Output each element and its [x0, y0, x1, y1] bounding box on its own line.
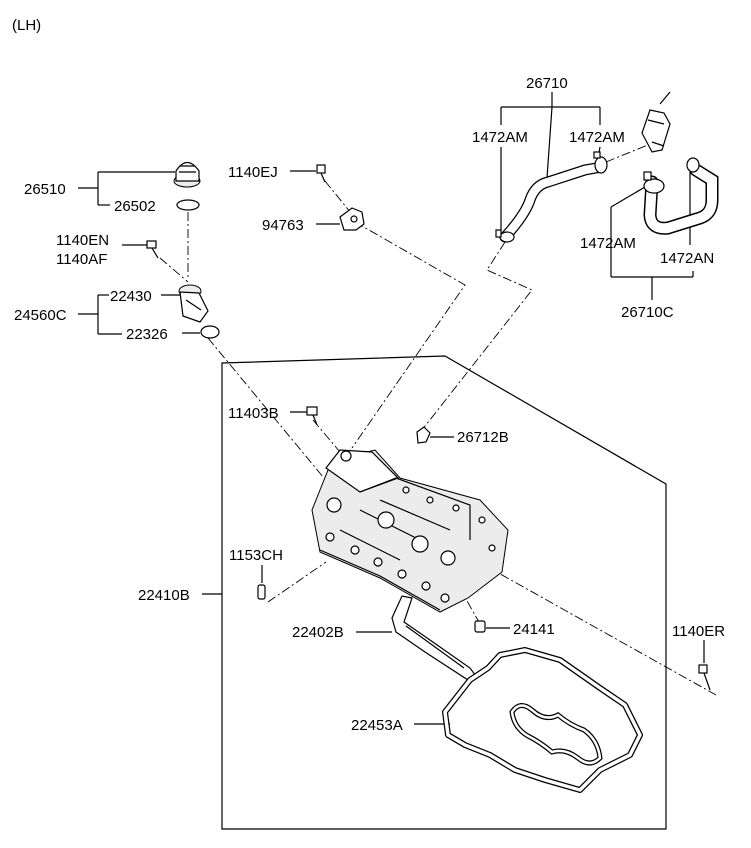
valve-cover-gasket-part: [442, 647, 643, 793]
bolt-1140ej-part: [316, 164, 326, 183]
bolt-1140er-part: [698, 664, 711, 691]
filler-neck-part: [178, 284, 209, 323]
label-1153ch: 1153CH: [229, 547, 283, 564]
side-label: (LH): [12, 17, 41, 34]
label-1472an: 1472AN: [660, 250, 714, 267]
label-22410b: 22410B: [138, 587, 190, 604]
oil-filler-cap-part: [173, 161, 201, 188]
breather-hose-part: [499, 162, 602, 243]
label-11403b: 11403B: [228, 405, 279, 422]
label-24560c: 24560C: [14, 307, 67, 324]
label-26510: 26510: [24, 181, 66, 198]
label-1140er: 1140ER: [672, 623, 725, 640]
bolt-11403b-part: [306, 406, 318, 426]
leader-lines: [78, 92, 705, 725]
label-26710: 26710: [526, 75, 568, 92]
hose-clamp-upper-part: [593, 151, 608, 174]
label-22402b: 22402B: [292, 624, 344, 641]
label-1140af: 1140AF: [56, 251, 107, 268]
pin-24141-part: [474, 620, 486, 633]
label-26712b: 26712B: [457, 429, 509, 446]
hose-clamp-left-part: [495, 229, 515, 243]
pcv-pipe-part: [641, 91, 671, 153]
label-1472am-right: 1472AM: [569, 129, 625, 146]
hose-clamp-lower-part: [643, 171, 665, 194]
o-ring-part: [200, 325, 220, 339]
cylinder-head-cover-part: [311, 449, 509, 613]
breather-hose-c-part: [643, 163, 719, 235]
label-22430: 22430: [110, 288, 152, 305]
label-22453a: 22453A: [351, 717, 403, 734]
label-1140en: 1140EN: [56, 232, 109, 249]
plug-1153ch-part: [257, 584, 266, 600]
pcv-valve-part: [416, 426, 431, 444]
label-1472am-left: 1472AM: [472, 129, 528, 146]
label-1140ej: 1140EJ: [228, 164, 278, 181]
bolt-1140en-part: [146, 240, 159, 259]
label-26710c: 26710C: [621, 304, 674, 321]
hose-clamp-an-part: [686, 157, 700, 173]
label-1472am-lower: 1472AM: [580, 235, 636, 252]
sensor-bracket-part: [339, 207, 365, 231]
cap-gasket-part: [176, 199, 200, 211]
label-22326: 22326: [126, 326, 168, 343]
label-26502: 26502: [114, 198, 156, 215]
gasket-strip-part: [391, 595, 477, 681]
label-94763: 94763: [262, 217, 304, 234]
label-24141: 24141: [513, 621, 555, 638]
assembly-frame: [221, 355, 667, 830]
